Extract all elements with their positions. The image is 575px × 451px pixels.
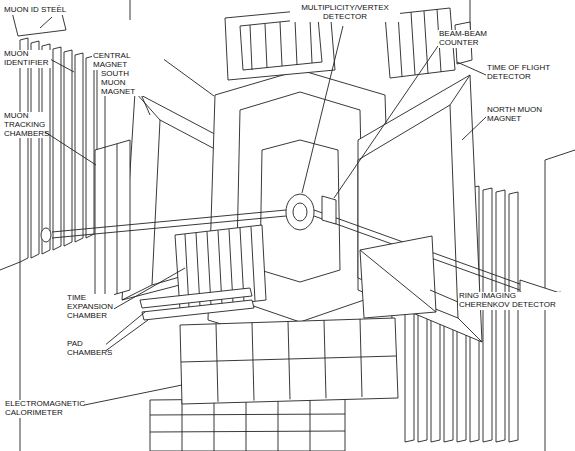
beam-beam-counter-stroke (322, 196, 336, 224)
west-arm-top-stroke (250, 25, 252, 70)
time-expansion-chamber-stroke (251, 227, 255, 301)
muon-id-steel-south-stroke (75, 53, 83, 242)
electromagnetic-calorimeter-stroke (324, 320, 326, 398)
pad-chambers-stroke (142, 300, 254, 320)
muon-id-steel-south-stroke (42, 44, 50, 254)
west-arm-top-stroke (240, 18, 322, 70)
muon-tracking-chambers-south-stroke (117, 144, 118, 294)
floor-grid-stroke (310, 400, 311, 451)
leader-lines-stroke (430, 290, 458, 302)
muon-id-steel-north-stroke (509, 192, 518, 442)
floor-grid-stroke (150, 431, 345, 432)
time-of-flight-detector-stroke (398, 14, 402, 77)
part-label: TIME EXPANSION CHAMBER (66, 294, 114, 320)
time-of-flight-detector-stroke (411, 12, 415, 75)
muon-tracking-chambers-south (95, 140, 130, 300)
part-label: NORTH MUON MAGNET (486, 106, 546, 124)
north-muon-magnet-stroke (358, 105, 458, 318)
leader-lines-stroke (112, 268, 185, 310)
electromagnetic-calorimeter-stroke (180, 318, 398, 404)
part-label: PAD CHAMBERS (66, 340, 106, 358)
electromagnetic-calorimeter-stroke (252, 323, 254, 401)
floor-grid (150, 398, 345, 451)
leader-lines-stroke (162, 58, 214, 96)
leader-lines-stroke (334, 46, 438, 198)
part-label: CENTRAL MAGNET (92, 52, 164, 70)
muon-tracking-chambers-south-stroke (105, 147, 106, 297)
multiplicity-vertex-detector-stroke (286, 194, 314, 230)
part-label: MULTIPLICITY/VERTEX DETECTOR (290, 4, 400, 22)
leader-lines-stroke (104, 320, 148, 352)
muon-id-steel-south-stroke (86, 56, 94, 238)
muon-id-steel-south-stroke (20, 38, 28, 262)
muon-id-steel-north-stroke (496, 190, 505, 442)
muon-id-steel-south-stroke (53, 47, 61, 250)
electromagnetic-calorimeter-stroke (288, 321, 290, 399)
electromagnetic-calorimeter (180, 318, 398, 404)
part-label: SOUTH MUON MAGNET (100, 70, 152, 96)
ring-imaging-cherenkov-detector-stroke (360, 250, 436, 312)
west-arm-top-stroke (310, 19, 312, 63)
part-label: RING IMAGING CHERENKOV DETECTOR (458, 292, 568, 310)
electromagnetic-calorimeter-stroke (360, 319, 362, 397)
floor-grid-stroke (150, 414, 345, 415)
part-label: MUON TRACKING CHAMBERS (3, 112, 45, 138)
hall-walls-stroke (130, 0, 131, 20)
beam-beam-counter (322, 196, 336, 224)
part-label: BEAM-BEAM COUNTER (438, 30, 488, 48)
muon-id-steel-south-stroke (64, 50, 72, 246)
part-label: TIME OF FLIGHT DETECTOR (486, 64, 570, 82)
leader-lines (40, 17, 486, 410)
west-arm-top-stroke (280, 22, 282, 66)
ring-imaging-cherenkov-detector (360, 236, 436, 318)
west-arm-top-stroke (265, 24, 267, 68)
leader-lines-stroke (40, 17, 52, 28)
multiplicity-vertex-detector (286, 194, 314, 230)
leader-lines-stroke (457, 62, 486, 75)
electromagnetic-calorimeter-stroke (181, 356, 396, 362)
floor-grid-stroke (246, 400, 247, 451)
part-label: ELECTROMAGNETIC CALORIMETER (4, 400, 84, 418)
west-arm-top-stroke (295, 20, 297, 65)
leader-lines-stroke (462, 117, 486, 140)
muon-id-steel-south-stroke (31, 41, 39, 258)
time-of-flight-detector-stroke (424, 11, 428, 74)
floor-grid-stroke (214, 400, 215, 451)
hall-walls-stroke (0, 262, 20, 451)
north-muon-magnet-stroke (450, 75, 470, 105)
muon-id-steel-north-stroke (483, 188, 492, 442)
multiplicity-vertex-detector-stroke (293, 203, 307, 221)
muon-tracking-chambers-south-stroke (95, 140, 130, 300)
north-muon-magnet-stroke (458, 318, 482, 342)
part-label: MUON IDENTIFIER (3, 50, 51, 68)
leader-lines-stroke (302, 26, 343, 193)
leader-lines-stroke (48, 58, 74, 72)
ring-imaging-cherenkov-detector-stroke (360, 236, 436, 318)
floor-grid-stroke (150, 398, 345, 451)
beam-pipe-stroke (41, 228, 51, 242)
part-label: MUON ID STEEL (3, 6, 73, 15)
floor-grid-stroke (182, 400, 183, 451)
pad-chambers (140, 288, 254, 320)
beam-pipe (41, 210, 564, 304)
leader-lines-stroke (42, 130, 96, 165)
electromagnetic-calorimeter-stroke (216, 324, 218, 402)
floor-grid-stroke (278, 400, 279, 451)
